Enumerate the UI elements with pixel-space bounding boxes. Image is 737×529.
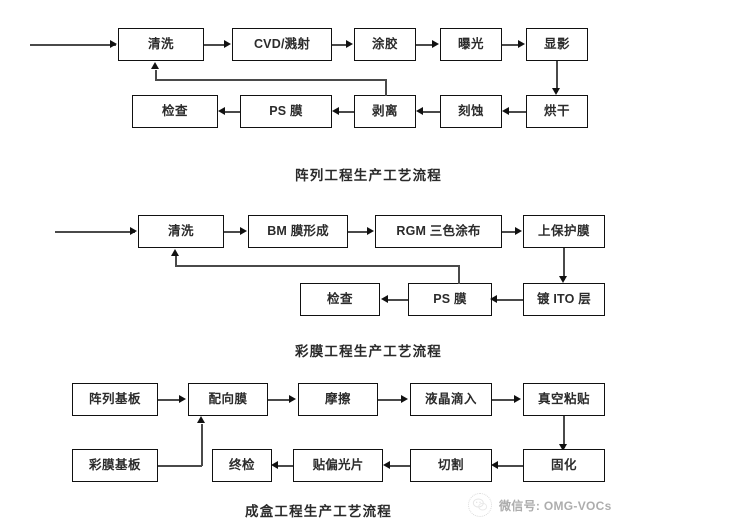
array-box-stripping[interactable]: 剥离 xyxy=(354,95,416,128)
cell-cf-feed-arrow xyxy=(197,416,205,423)
array-arrow-6-7 xyxy=(502,107,509,115)
cf-arrow-2-3 xyxy=(367,227,374,235)
cf-box-ps-film[interactable]: PS 膜 xyxy=(408,283,492,316)
cell-arrow-8-9 xyxy=(271,461,278,469)
cell-box-vacuum-bonding[interactable]: 真空粘贴 xyxy=(523,383,605,416)
array-conn-5-6 xyxy=(556,61,558,92)
cell-arrow-2-3 xyxy=(289,395,296,403)
cell-arrow-6-7 xyxy=(491,461,498,469)
array-entry-line xyxy=(30,44,116,46)
cf-conn-5-6 xyxy=(495,299,523,301)
array-arrow-1-2 xyxy=(224,40,231,48)
cell-box-curing[interactable]: 固化 xyxy=(523,449,605,482)
array-conn-4-5 xyxy=(502,44,519,46)
array-box-drying[interactable]: 烘干 xyxy=(526,95,588,128)
array-arrow-5-6 xyxy=(552,88,560,95)
array-section-caption: 阵列工程生产工艺流程 xyxy=(295,168,442,183)
cell-arrow-1-2 xyxy=(179,395,186,403)
cf-feedback-vert-left xyxy=(175,256,177,266)
cf-entry-arrow xyxy=(130,227,137,235)
cf-box-inspection[interactable]: 检查 xyxy=(300,283,380,316)
cell-conn-4-5 xyxy=(492,399,515,401)
cell-conn-1-2 xyxy=(158,399,180,401)
array-conn-2-3 xyxy=(332,44,347,46)
cf-conn-4-5 xyxy=(563,248,565,280)
cell-arrow-5-6 xyxy=(559,444,567,451)
cf-section-caption: 彩膜工程生产工艺流程 xyxy=(295,344,442,359)
array-box-ps-film[interactable]: PS 膜 xyxy=(240,95,332,128)
array-box-exposure[interactable]: 曝光 xyxy=(440,28,502,61)
array-conn-9-10 xyxy=(225,111,240,113)
cell-cf-feed-vert xyxy=(201,424,203,466)
array-box-etching[interactable]: 刻蚀 xyxy=(440,95,502,128)
cell-section-caption: 成盒工程生产工艺流程 xyxy=(245,504,392,519)
array-box-cleaning[interactable]: 清洗 xyxy=(118,28,204,61)
cf-conn-3-4 xyxy=(502,231,516,233)
watermark: 微信号: OMG-VOCs xyxy=(468,493,612,517)
cf-box-protective-film[interactable]: 上保护膜 xyxy=(523,215,605,248)
array-conn-8-9 xyxy=(339,111,354,113)
cf-conn-2-3 xyxy=(348,231,368,233)
cf-arrow-6-7 xyxy=(381,295,388,303)
array-feedback-vert-right xyxy=(385,80,387,96)
array-arrow-8-9 xyxy=(332,107,339,115)
cell-box-cf-substrate[interactable]: 彩膜基板 xyxy=(72,449,158,482)
array-arrow-7-8 xyxy=(416,107,423,115)
cf-arrow-5-6 xyxy=(490,295,497,303)
array-arrow-9-10 xyxy=(218,107,225,115)
array-box-cvd-sputtering[interactable]: CVD/溅射 xyxy=(232,28,332,61)
cf-conn-6-7 xyxy=(387,299,408,301)
cf-arrow-1-2 xyxy=(240,227,247,235)
cell-box-polarizer[interactable]: 贴偏光片 xyxy=(293,449,383,482)
cf-feedback-horiz xyxy=(175,265,460,267)
cf-arrow-4-5 xyxy=(559,276,567,283)
cell-box-cutting[interactable]: 切割 xyxy=(410,449,492,482)
cf-feedback-arrow xyxy=(171,249,179,256)
cf-conn-1-2 xyxy=(224,231,241,233)
cell-box-lc-dropping[interactable]: 液晶滴入 xyxy=(410,383,492,416)
array-box-inspection[interactable]: 检查 xyxy=(132,95,218,128)
cf-box-bm-film[interactable]: BM 膜形成 xyxy=(248,215,348,248)
wechat-icon xyxy=(468,493,492,517)
cell-conn-6-7 xyxy=(496,465,523,467)
cell-conn-2-3 xyxy=(268,399,290,401)
array-arrow-3-4 xyxy=(432,40,439,48)
cf-box-cleaning[interactable]: 清洗 xyxy=(138,215,224,248)
cell-arrow-4-5 xyxy=(514,395,521,403)
cell-conn-8-9 xyxy=(277,465,293,467)
cell-box-array-substrate[interactable]: 阵列基板 xyxy=(72,383,158,416)
cell-box-alignment-film[interactable]: 配向膜 xyxy=(188,383,268,416)
cf-entry-line xyxy=(55,231,135,233)
watermark-text: 微信号: OMG-VOCs xyxy=(499,498,612,513)
array-entry-arrow xyxy=(110,40,117,48)
array-feedback-horiz xyxy=(155,79,387,81)
array-box-coating[interactable]: 涂胶 xyxy=(354,28,416,61)
cell-arrow-7-8 xyxy=(383,461,390,469)
cf-box-ito-layer[interactable]: 镀 ITO 层 xyxy=(523,283,605,316)
cf-box-rgm-coating[interactable]: RGM 三色涂布 xyxy=(375,215,502,248)
cell-conn-7-8 xyxy=(388,465,410,467)
array-arrow-4-5 xyxy=(518,40,525,48)
cf-feedback-vert-right xyxy=(458,266,460,284)
array-feedback-vert-left xyxy=(155,70,157,80)
cell-box-rubbing[interactable]: 摩擦 xyxy=(298,383,378,416)
array-box-development[interactable]: 显影 xyxy=(526,28,588,61)
array-conn-6-7 xyxy=(509,111,526,113)
array-conn-7-8 xyxy=(423,111,440,113)
cell-cf-feed-horiz xyxy=(158,465,202,467)
array-conn-1-2 xyxy=(204,44,225,46)
cell-conn-3-4 xyxy=(378,399,402,401)
cell-box-final-inspection[interactable]: 终检 xyxy=(212,449,272,482)
array-conn-3-4 xyxy=(416,44,433,46)
cf-arrow-3-4 xyxy=(515,227,522,235)
cell-conn-5-6 xyxy=(563,416,565,448)
array-arrow-2-3 xyxy=(346,40,353,48)
array-feedback-arrow xyxy=(151,62,159,69)
cell-arrow-3-4 xyxy=(401,395,408,403)
